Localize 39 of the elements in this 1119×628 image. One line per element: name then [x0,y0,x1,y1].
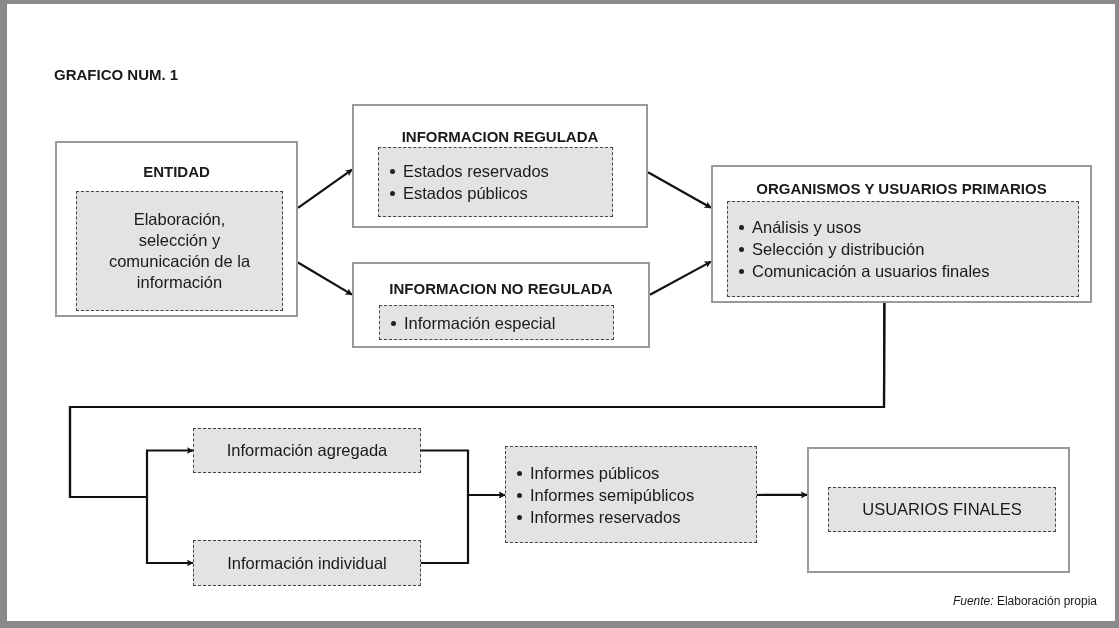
list-item: Estados reservados [387,160,604,182]
box-text: Información agregada [225,441,389,460]
dashed-box [193,540,421,586]
dashed-box [727,201,1079,297]
box-heading: INFORMACION NO REGULADA [388,280,614,297]
dashed-box [378,147,613,217]
dashed-box [193,428,421,473]
diagram-title: GRAFICO NUM. 1 [54,66,179,83]
dashed-box [828,487,1056,532]
arrow [757,491,808,499]
arrow [649,260,712,296]
arrow [297,168,353,209]
process-box [807,447,1070,573]
arrow [647,171,712,209]
list-item: Selección y distribución [736,238,1070,260]
box-text: Información individual [226,553,388,573]
arrow [68,303,886,567]
dashed-box [76,191,283,311]
list-item: Información especial [388,311,605,334]
list-item: Informes públicos [514,461,748,484]
process-box [352,104,648,228]
dashed-box [505,446,757,543]
list-item: Estados públicos [387,182,604,204]
list-item: Comunicación a usuarios finales [736,260,1070,282]
process-box [711,165,1092,303]
arrow [297,261,353,296]
box-text: Elaboración, selección y comunicación de la información [107,209,252,293]
box-heading: INFORMACION REGULADA [400,128,600,145]
dashed-box [379,305,614,340]
list-item: Informes semipúblicos [514,483,748,506]
process-box [55,141,298,317]
box-text: USUARIOS FINALES [861,500,1023,519]
arrow [421,491,506,565]
process-box [352,262,650,348]
box-heading: ENTIDAD [142,163,211,180]
list-item: Análisis y usos [736,216,1070,238]
source-caption: Fuente: Elaboración propia [952,594,1097,608]
box-heading: ORGANISMOS Y USUARIOS PRIMARIOS [755,180,1048,197]
list-item: Informes reservados [514,505,748,528]
